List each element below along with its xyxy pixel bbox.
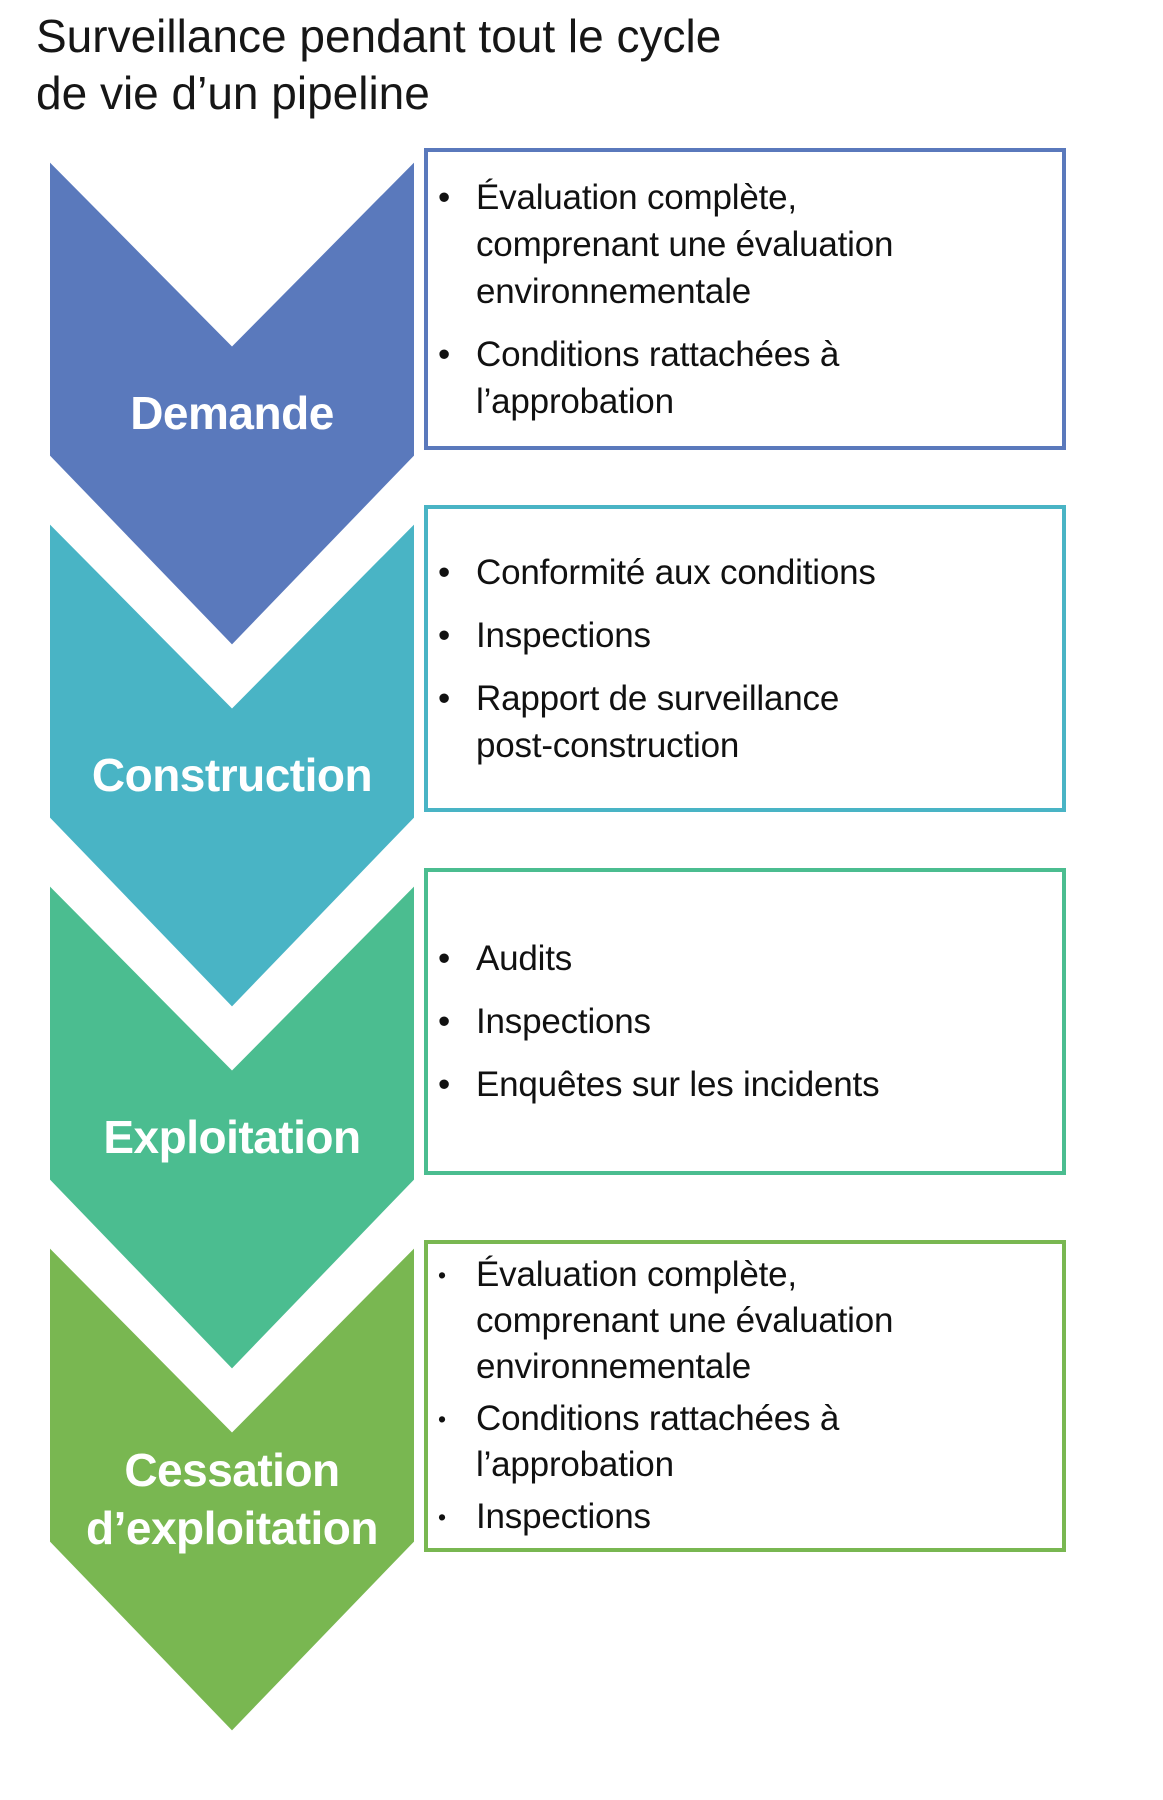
bullet-icon: • [438, 1406, 447, 1432]
list-item: • Inspections [438, 1494, 1054, 1540]
page-title: Surveillance pendant tout le cycle de vi… [36, 10, 722, 119]
bullet-icon: • [438, 1504, 447, 1530]
list-item: • Enquêtes sur les incidents [438, 1061, 1054, 1108]
list-item: • Rapport de surveillance post-construct… [438, 675, 1054, 769]
info-box-construction: • Conformité aux conditions • Inspection… [424, 505, 1066, 812]
stage-label-demande: Demande [130, 387, 334, 439]
stage-label-construction: Construction [91, 749, 373, 801]
bullet-icon: • [438, 678, 451, 718]
bullet-icon: • [438, 334, 451, 374]
list-item: • Conformité aux conditions [438, 549, 1054, 596]
chevron-construction-shape [38, 495, 426, 1024]
list-item-text: Inspections [476, 1497, 651, 1536]
bullet-icon: • [438, 1262, 447, 1288]
list-item: • Inspections [438, 612, 1054, 659]
chevron-cessation-shape [38, 1219, 426, 1748]
chevron-demande-shape [38, 133, 426, 662]
bullet-icon: • [438, 615, 451, 655]
bullet-icon: • [438, 1065, 451, 1104]
info-box-cessation: • Évaluation complète, comprenant une év… [424, 1240, 1066, 1552]
bullet-icon: • [438, 177, 451, 217]
list-item-text: Conditions rattachées à l’approbation [476, 1399, 840, 1484]
info-box-demande: • Évaluation complète, comprenant une év… [424, 148, 1066, 450]
bullet-icon: • [438, 1002, 451, 1041]
list-item-text: Évaluation complète, comprenant une éval… [476, 177, 894, 311]
list-item-text: Enquêtes sur les incidents [476, 1065, 880, 1104]
list-item-text: Audits [476, 939, 573, 978]
chevron-exploitation-shape [38, 857, 426, 1386]
list-item-text: Évaluation complète, comprenant une éval… [476, 1255, 894, 1386]
bullet-icon: • [438, 552, 451, 592]
list-item: • Évaluation complète, comprenant une év… [438, 174, 1054, 315]
list-item-text: Rapport de surveillance post-constructio… [476, 678, 840, 765]
list-item: • Inspections [438, 998, 1054, 1045]
list-item: • Évaluation complète, comprenant une év… [438, 1252, 1054, 1390]
list-item: • Conditions rattachées à l’approbation [438, 331, 1054, 425]
list-item: • Audits [438, 935, 1054, 982]
info-box-exploitation: • Audits • Inspections • Enquêtes sur le… [424, 868, 1066, 1175]
list-item-text: Conformité aux conditions [476, 552, 876, 592]
list-item: • Conditions rattachées à l’approbation [438, 1396, 1054, 1488]
list-item-text: Inspections [476, 615, 651, 655]
list-item-text: Inspections [476, 1002, 651, 1041]
bullet-icon: • [438, 939, 451, 978]
stage-label-cessation: Cessation d’exploitation [86, 1444, 379, 1554]
stage-label-exploitation: Exploitation [103, 1111, 361, 1163]
list-item-text: Conditions rattachées à l’approbation [476, 334, 840, 421]
